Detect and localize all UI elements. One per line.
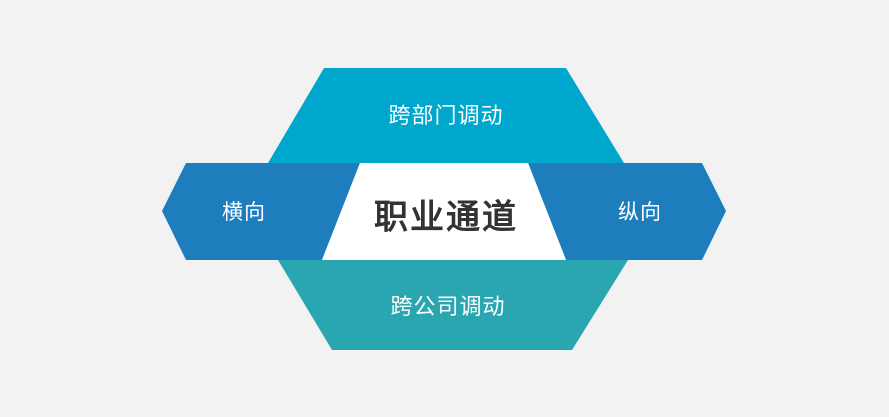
right-band-shape xyxy=(528,163,726,260)
right-label: 纵向 xyxy=(618,200,662,224)
left-band-shape xyxy=(162,163,360,260)
bottom-label: 跨公司调动 xyxy=(390,295,506,320)
bottom-shape xyxy=(278,260,628,350)
top-shape xyxy=(268,68,624,163)
top-label: 跨部门调动 xyxy=(388,104,504,129)
center-shape xyxy=(322,163,566,260)
center-title: 职业通道 xyxy=(374,197,518,238)
left-label: 横向 xyxy=(222,200,266,224)
